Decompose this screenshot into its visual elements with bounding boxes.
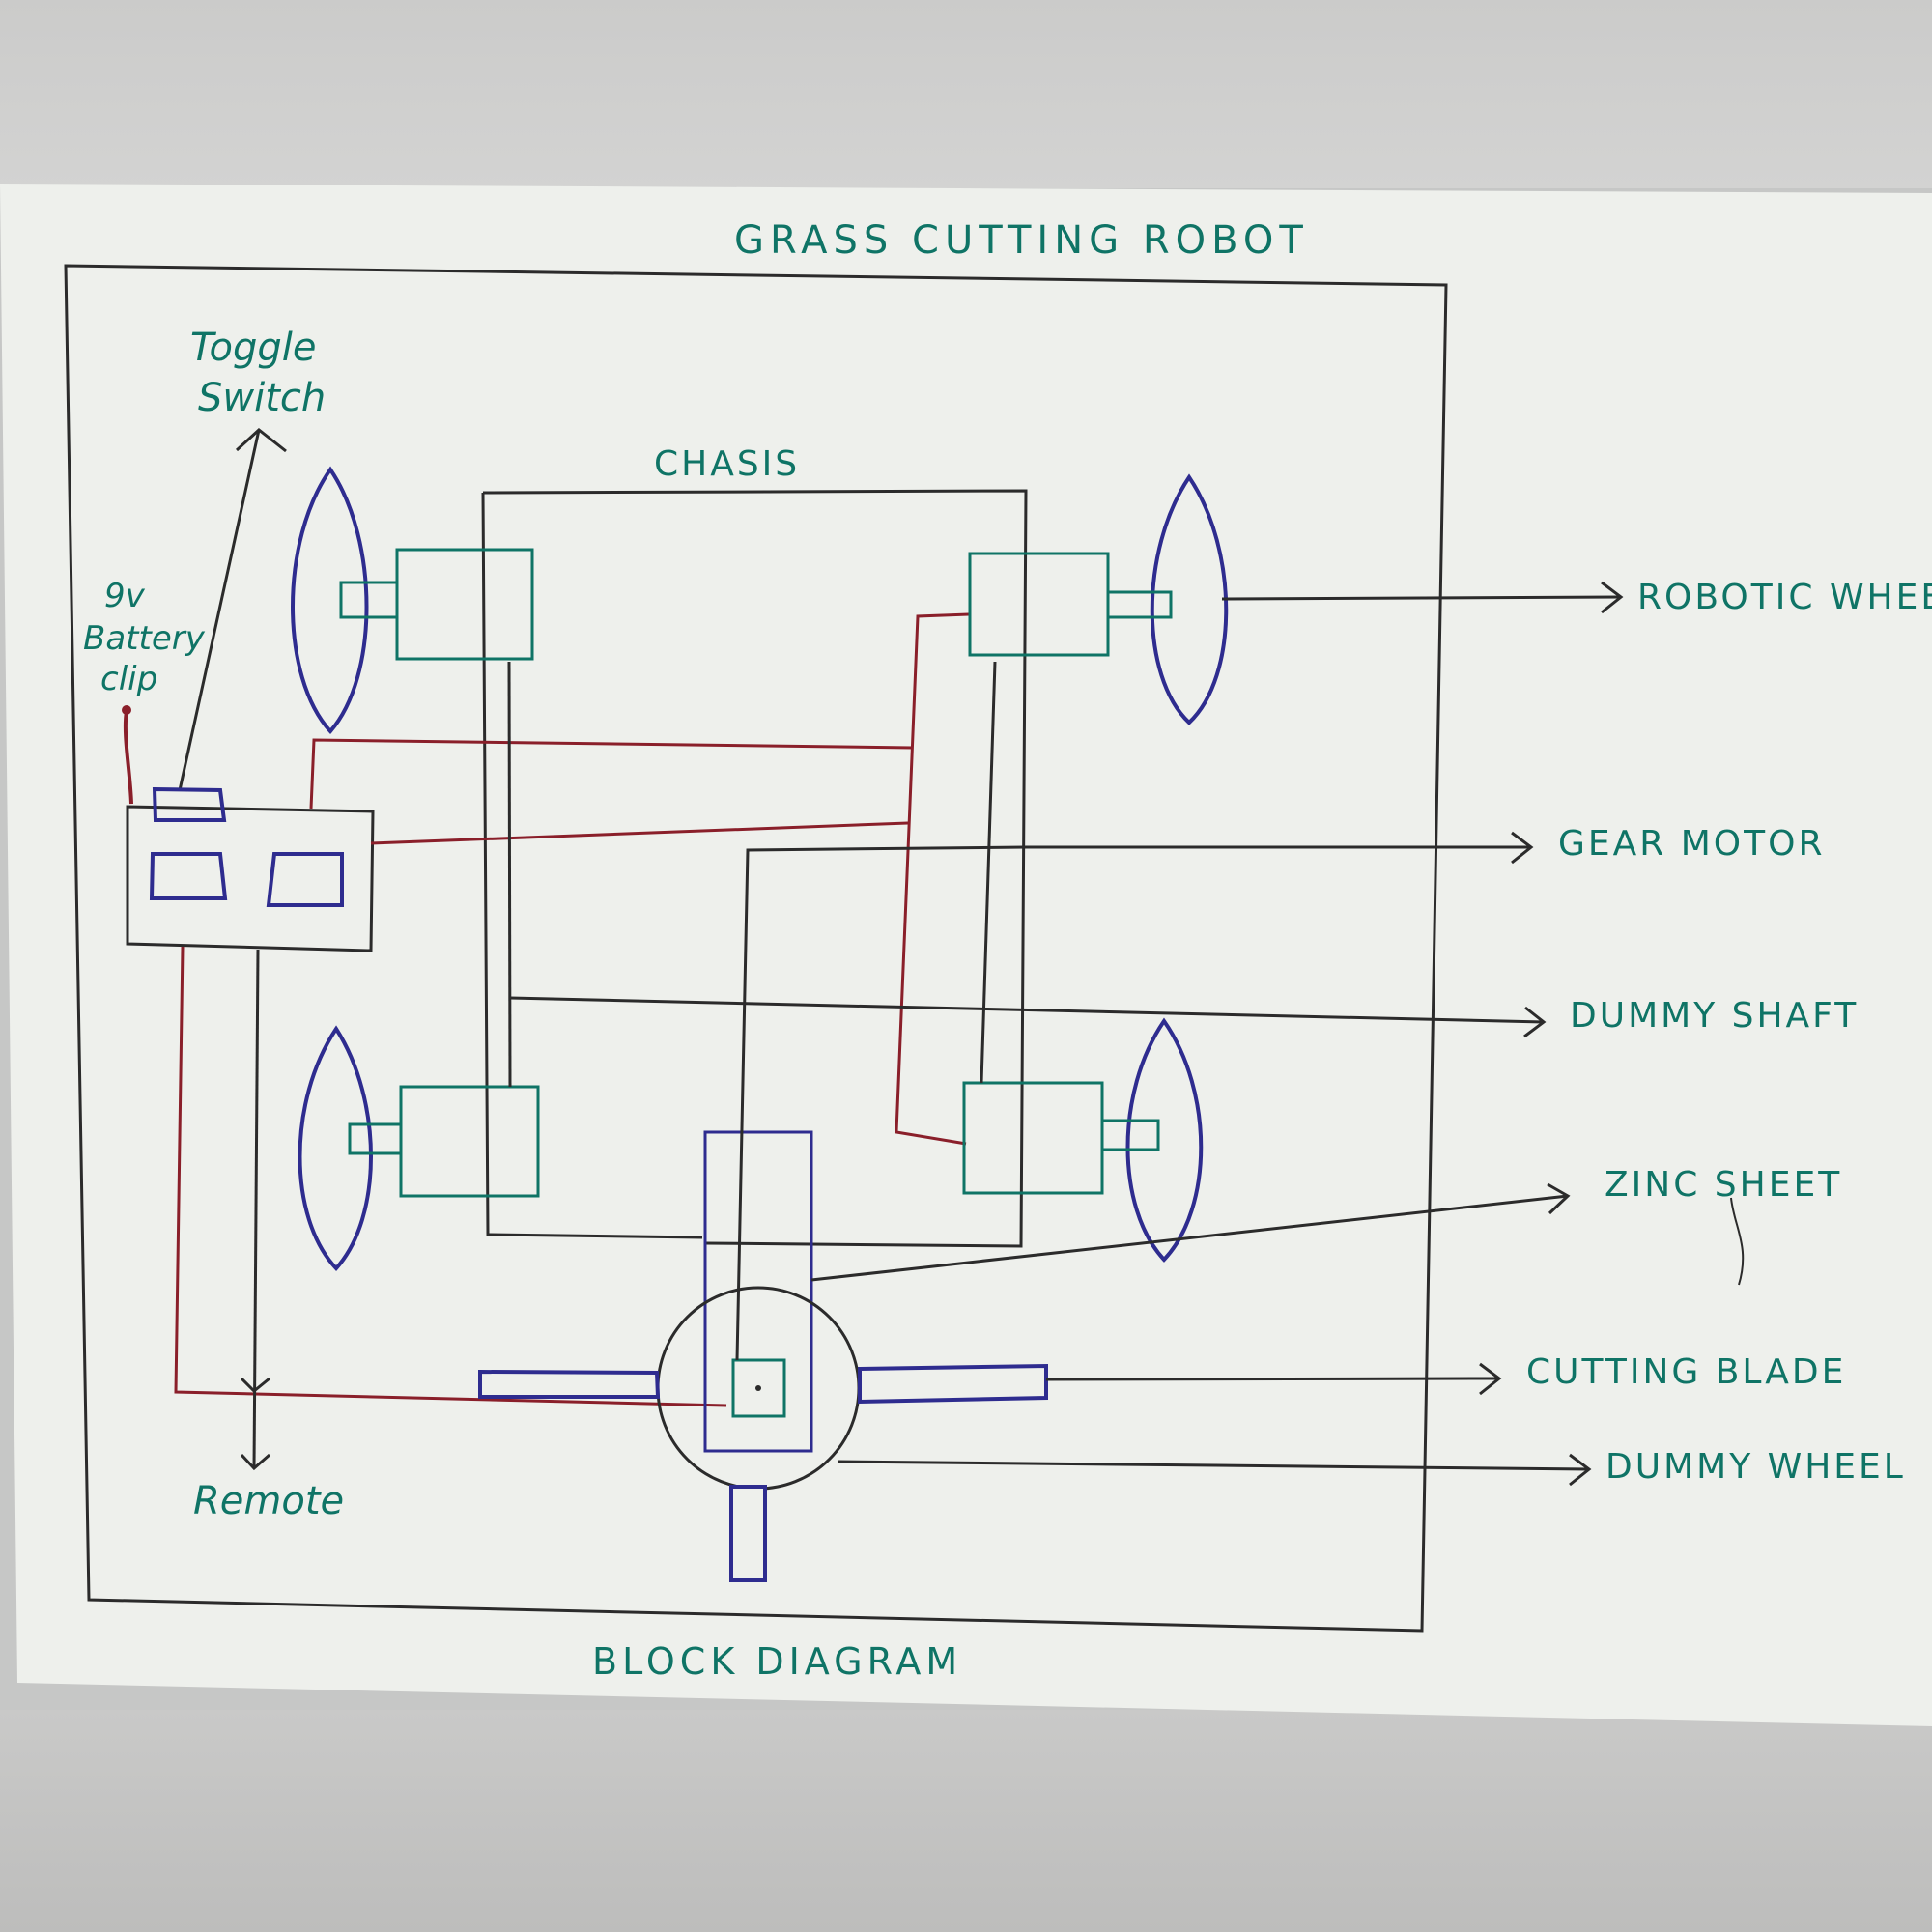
toggle-switch bbox=[152, 786, 227, 822]
wheel-bottom-right bbox=[1125, 1017, 1204, 1263]
cutting-blade bbox=[478, 1363, 1048, 1582]
gear-motor-bottom-right bbox=[962, 1081, 1160, 1195]
dummy-shaft-label: DUMMY SHAFT bbox=[1570, 996, 1859, 1036]
battery-clip-wire bbox=[123, 710, 133, 805]
blade-motor bbox=[731, 1358, 786, 1418]
background-bottom bbox=[0, 1710, 1932, 1932]
chasis-frame bbox=[481, 489, 1028, 1248]
dummy-wheel-label: DUMMY WHEEL bbox=[1605, 1447, 1906, 1487]
toggle-switch-label: Toggle Switch bbox=[190, 326, 326, 420]
diagram-title: GRASS CUTTING ROBOT bbox=[734, 218, 1309, 263]
toggle-switch-label-line2: Switch bbox=[198, 376, 326, 420]
wheel-bottom-left bbox=[298, 1025, 373, 1271]
toggle-switch-arrow bbox=[178, 428, 287, 791]
annotation-arrows bbox=[509, 581, 1624, 1487]
control-module-left bbox=[149, 852, 228, 900]
dummy-shaft-right bbox=[980, 661, 997, 1084]
control-module-right bbox=[266, 852, 344, 907]
battery-label-line3: clip bbox=[100, 660, 157, 698]
toggle-switch-label-line1: Toggle bbox=[190, 326, 316, 370]
zinc-sheet-squiggle bbox=[1730, 1197, 1745, 1286]
gear-motor-top-right bbox=[968, 552, 1173, 657]
gear-motor-top-left bbox=[339, 548, 534, 661]
remote-label: Remote bbox=[193, 1479, 344, 1523]
background-top bbox=[0, 0, 1932, 188]
control-box bbox=[126, 786, 375, 952]
gear-motor-bottom-left bbox=[348, 1085, 540, 1198]
cutting-blade-label: CUTTING BLADE bbox=[1526, 1352, 1846, 1392]
blade-motor-center bbox=[755, 1385, 761, 1391]
diagram-caption: BLOCK DIAGRAM bbox=[592, 1640, 962, 1683]
zinc-sheet bbox=[703, 1130, 813, 1453]
wheel-top-left bbox=[291, 466, 369, 735]
wheel-top-right bbox=[1150, 473, 1229, 725]
zinc-sheet-label: ZINC SHEET bbox=[1605, 1165, 1842, 1205]
remote-arrow bbox=[240, 949, 270, 1471]
robotic-wheel-label: ROBOTIC WHEEL bbox=[1637, 578, 1932, 617]
battery-label-line2: Battery bbox=[83, 619, 206, 658]
battery-clip-terminal bbox=[122, 705, 131, 715]
power-wiring bbox=[174, 612, 970, 1407]
gear-motor-label: GEAR MOTOR bbox=[1558, 824, 1825, 864]
outer-frame bbox=[64, 264, 1448, 1633]
blade-motor-wire bbox=[735, 845, 1027, 1361]
dummy-shaft-left bbox=[507, 661, 512, 1088]
battery-clip-label: 9v Battery clip bbox=[83, 577, 206, 698]
battery-label-line1: 9v bbox=[104, 577, 146, 615]
chasis-label: CHASIS bbox=[654, 444, 800, 484]
